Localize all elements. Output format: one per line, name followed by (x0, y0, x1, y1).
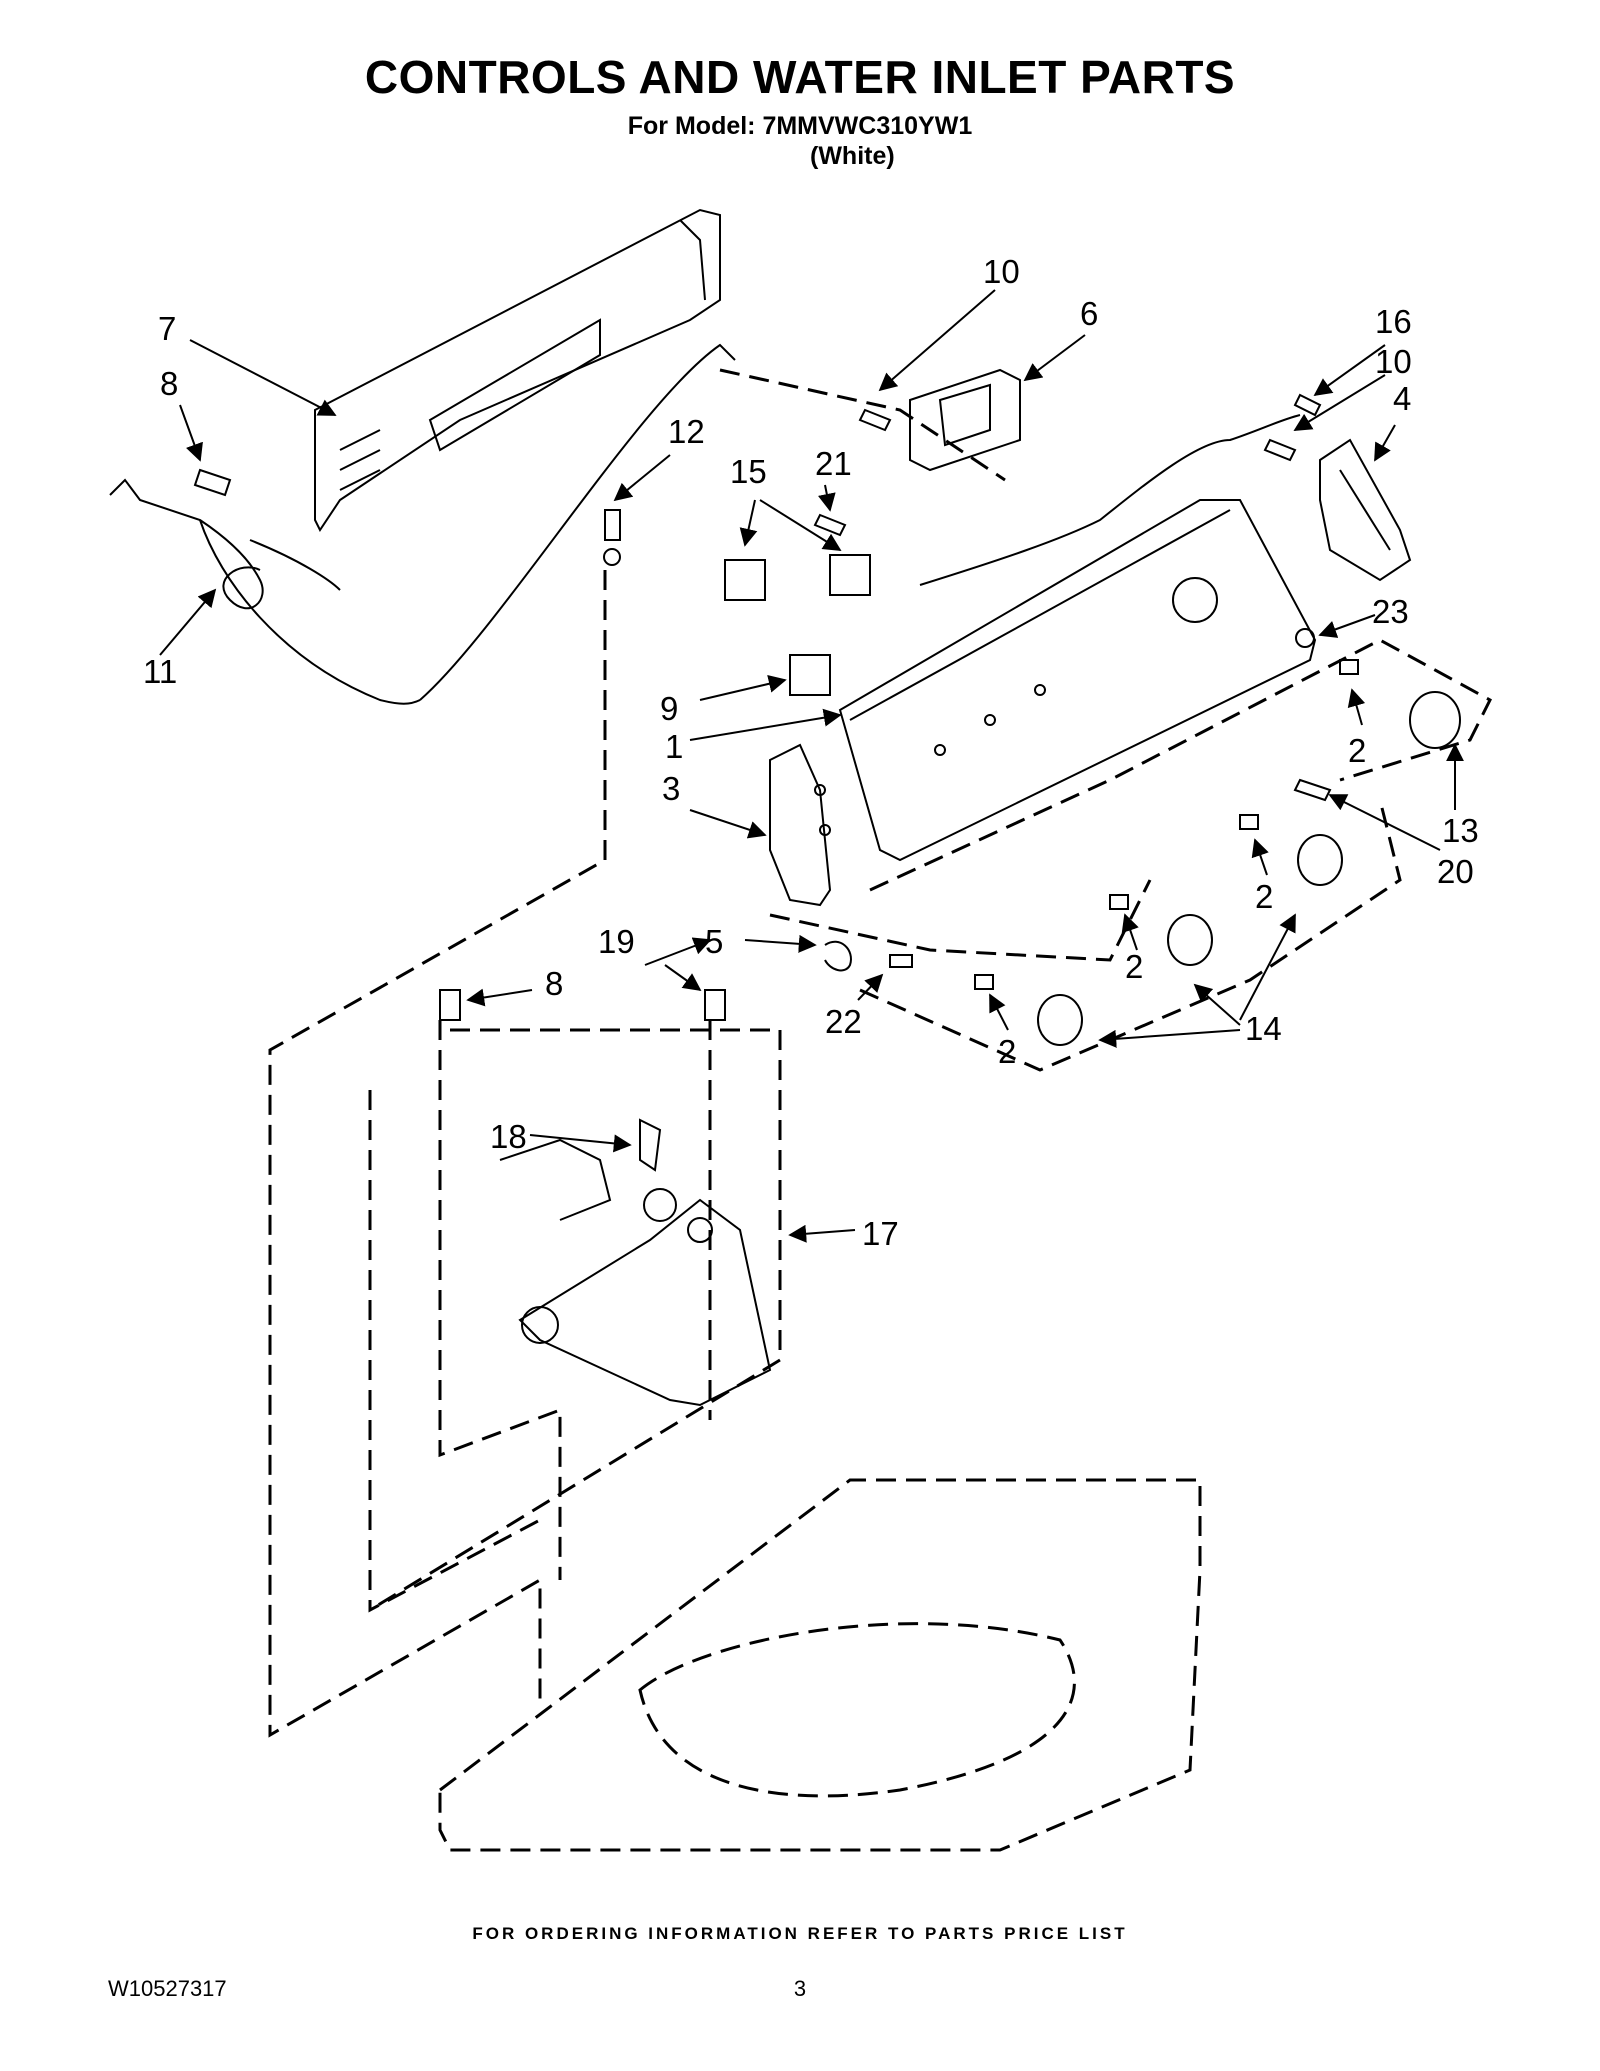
power-cord (109, 478, 421, 705)
callout-label: 2 (1125, 948, 1143, 985)
callout-label: 10 (1375, 343, 1412, 380)
callout-label: 20 (1437, 853, 1474, 890)
callout-label: 17 (862, 1215, 899, 1252)
callout-label: 8 (545, 965, 563, 1002)
callout-label: 14 (1245, 1010, 1282, 1047)
rear-console-panel (314, 208, 721, 532)
callout-label: 5 (705, 923, 723, 960)
callout-label: 11 (143, 653, 177, 690)
callout-label: 6 (1080, 295, 1098, 332)
model-number: For Model: 7MMVWC310YW1 (627, 112, 973, 140)
callout-label: 12 (668, 413, 705, 450)
wire-clip (824, 940, 852, 972)
callout-label: 8 (160, 365, 178, 402)
callout-label: 7 (158, 310, 176, 347)
water-inlet-valve (499, 1118, 772, 1407)
model-color: (White) (810, 142, 895, 170)
callout-label: 21 (815, 445, 852, 482)
callout-label: 2 (1348, 732, 1366, 769)
callout-label: 2 (1255, 878, 1273, 915)
callout-label: 15 (730, 453, 767, 490)
wire-harness (919, 414, 1301, 586)
callout-label: 13 (1442, 812, 1479, 849)
switches (724, 554, 871, 696)
badge-label (889, 954, 913, 968)
callout-label: 2 (998, 1033, 1016, 1070)
end-cap-left (769, 743, 832, 907)
callout-label: 18 (490, 1118, 527, 1155)
callout-label: 22 (825, 1003, 862, 1040)
callout-label: 19 (598, 923, 635, 960)
ordering-note: FOR ORDERING INFORMATION REFER TO PARTS … (472, 1924, 1128, 1943)
page-title: CONTROLS AND WATER INLET PARTS (364, 51, 1236, 103)
callout-label: 10 (983, 253, 1020, 290)
callout-label: 4 (1393, 380, 1411, 417)
knob-inserts (974, 659, 1359, 990)
callout-labels: 7 8 11 12 10 6 16 10 4 15 21 23 9 1 3 2 … (143, 253, 1479, 1252)
page-number: 3 (793, 1976, 807, 2001)
end-cap-right (1319, 438, 1412, 582)
callout-label: 1 (665, 728, 683, 765)
document-number: W10527317 (108, 1976, 227, 2001)
console-panel (838, 499, 1317, 862)
knobs (1037, 691, 1461, 1046)
control-board (909, 368, 1021, 472)
callout-label: 23 (1372, 593, 1409, 630)
callout-label: 9 (660, 690, 678, 727)
callout-arrows (159, 289, 1464, 1243)
dashed-leaders (268, 368, 1492, 1852)
callout-label: 3 (662, 770, 680, 807)
ground-wire (419, 343, 736, 701)
ground-terminal (603, 548, 621, 566)
callout-label: 16 (1375, 303, 1412, 340)
